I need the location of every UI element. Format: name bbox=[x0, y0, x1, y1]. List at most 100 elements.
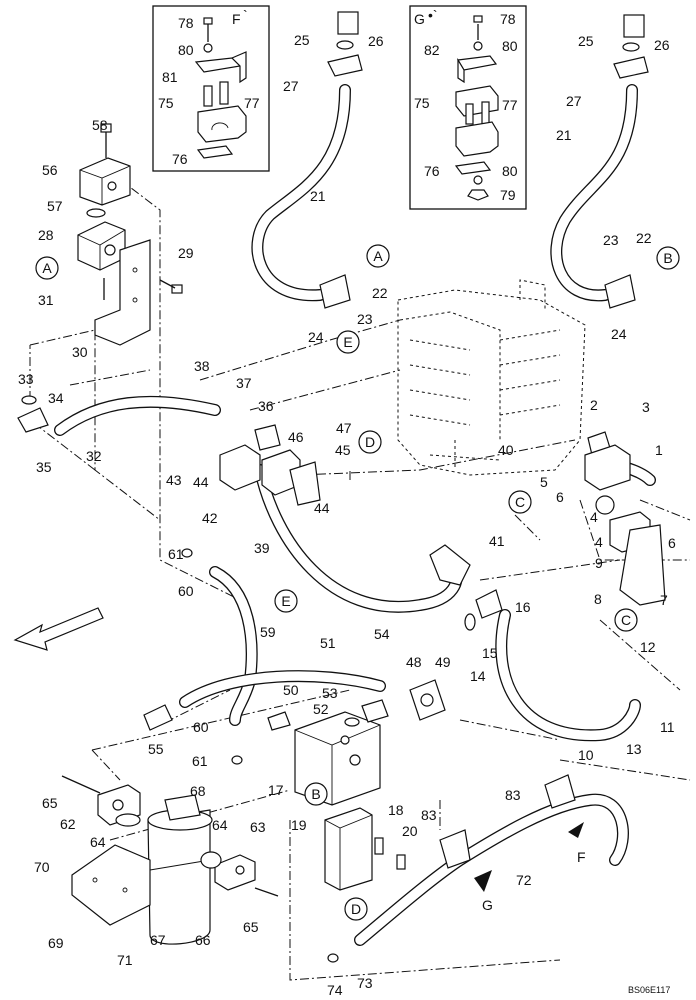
part-number-label: 5 bbox=[540, 474, 548, 490]
part-number-label: 69 bbox=[48, 935, 64, 951]
part-number-label: 36 bbox=[258, 398, 274, 414]
part-number-label: 64 bbox=[90, 834, 106, 850]
part-number-label: 70 bbox=[34, 859, 50, 875]
part-number-label: 78 bbox=[178, 15, 194, 31]
part-number-label: 46 bbox=[288, 429, 304, 445]
part-number-label: 63 bbox=[250, 819, 266, 835]
part-number-label: 62 bbox=[60, 816, 76, 832]
part-number-label: 82 bbox=[424, 42, 440, 58]
view-arrow-f-label: F bbox=[577, 849, 586, 865]
svg-text:D: D bbox=[351, 901, 361, 917]
part-number-label: 71 bbox=[117, 952, 133, 968]
part-number-label: 12 bbox=[640, 639, 656, 655]
circle-d-bottom: D bbox=[344, 897, 368, 921]
part-number-label: 24 bbox=[611, 326, 627, 342]
svg-text:C: C bbox=[621, 612, 631, 628]
part-number-label: 4 bbox=[595, 534, 603, 550]
part-number-label: 20 bbox=[402, 823, 418, 839]
control-valve-outline bbox=[397, 279, 586, 476]
part-number-label: 65 bbox=[243, 919, 259, 935]
part-number-label: 83 bbox=[505, 787, 521, 803]
part-number-label: 26 bbox=[654, 37, 670, 53]
part-number-label: 28 bbox=[38, 227, 54, 243]
part-number-label: 79 bbox=[500, 187, 516, 203]
part-number-label: 75 bbox=[158, 95, 174, 111]
part-number-label: 44 bbox=[314, 500, 330, 516]
part-number-label: 67 bbox=[150, 932, 166, 948]
part-number-label: 4 bbox=[590, 509, 598, 525]
part-number-label: 41 bbox=[489, 533, 505, 549]
part-number-label: 18 bbox=[388, 802, 404, 818]
part-number-label: 61 bbox=[168, 546, 184, 562]
part-number-labels: 1 2 3 4 4 5 6 6 7 8 9 10 11 12 13 14 15 … bbox=[18, 11, 676, 998]
part-number-label: 78 bbox=[500, 11, 516, 27]
part-number-label: 50 bbox=[283, 682, 299, 698]
svg-text:A: A bbox=[42, 260, 52, 276]
part-number-label: 60 bbox=[178, 583, 194, 599]
detail-g-parts bbox=[454, 15, 499, 201]
part-number-label: 53 bbox=[322, 685, 338, 701]
part-number-label: 43 bbox=[166, 472, 182, 488]
part-number-label: 65 bbox=[42, 795, 58, 811]
part-number-label: 27 bbox=[283, 78, 299, 94]
part-number-label: 76 bbox=[424, 163, 440, 179]
svg-text:E: E bbox=[281, 593, 290, 609]
part-number-label: 76 bbox=[172, 151, 188, 167]
part-number-label: 80 bbox=[502, 163, 518, 179]
part-number-label: 44 bbox=[193, 474, 209, 490]
part-number-label: 22 bbox=[636, 230, 652, 246]
part-number-label: 29 bbox=[178, 245, 194, 261]
circle-c-center: C bbox=[508, 490, 532, 514]
part-number-label: 9 bbox=[595, 555, 603, 571]
part-number-label: 24 bbox=[308, 329, 324, 345]
svg-text:E: E bbox=[343, 334, 352, 350]
part-number-label: 11 bbox=[660, 719, 675, 735]
part-number-label: 34 bbox=[48, 390, 64, 406]
part-number-label: 59 bbox=[260, 624, 276, 640]
circle-e-top: E bbox=[336, 330, 360, 354]
part-number-label: 32 bbox=[86, 448, 102, 464]
part-number-label: 22 bbox=[372, 285, 388, 301]
part-number-label: 1 bbox=[655, 442, 663, 458]
part-number-label: 77 bbox=[502, 97, 518, 113]
part-number-label: 40 bbox=[498, 442, 514, 458]
part-number-label: 80 bbox=[502, 38, 518, 54]
part-number-label: 49 bbox=[435, 654, 451, 670]
reference-circles: A A B B C C D D E E bbox=[35, 244, 680, 921]
part-number-label: 51 bbox=[320, 635, 336, 651]
part-number-label: 37 bbox=[236, 375, 252, 391]
part-number-label: 56 bbox=[42, 162, 58, 178]
part-number-label: 30 bbox=[72, 344, 88, 360]
part-number-label: 55 bbox=[148, 741, 164, 757]
svg-text:C: C bbox=[515, 494, 525, 510]
svg-text:B: B bbox=[311, 786, 320, 802]
part-number-label: 61 bbox=[192, 753, 208, 769]
part-number-label: 6 bbox=[668, 535, 676, 551]
part-number-label: 66 bbox=[195, 932, 211, 948]
circle-c-right: C bbox=[614, 608, 638, 632]
part-number-label: 38 bbox=[194, 358, 210, 374]
part-number-label: 23 bbox=[603, 232, 619, 248]
part-number-label: 57 bbox=[47, 198, 63, 214]
part-number-label: 10 bbox=[578, 747, 594, 763]
part-number-label: 33 bbox=[18, 371, 34, 387]
part-number-label: 68 bbox=[190, 783, 206, 799]
detail-f-parts bbox=[194, 17, 247, 159]
part-number-label: 39 bbox=[254, 540, 270, 556]
detail-g-title: G bbox=[414, 11, 425, 27]
hoses bbox=[54, 84, 656, 946]
svg-text:B: B bbox=[663, 250, 672, 266]
part-number-label: 77 bbox=[244, 95, 260, 111]
part-number-label: 6 bbox=[556, 489, 564, 505]
part-number-label: 26 bbox=[368, 33, 384, 49]
detail-g-dot: •` bbox=[428, 7, 438, 23]
part-number-label: 35 bbox=[36, 459, 52, 475]
svg-text:A: A bbox=[373, 248, 383, 264]
part-number-label: 25 bbox=[578, 33, 594, 49]
view-arrow-f-shape bbox=[568, 822, 584, 838]
drawing-code: BS06E117 bbox=[628, 985, 670, 995]
view-arrow-g-shape bbox=[474, 870, 492, 892]
part-number-label: 80 bbox=[178, 42, 194, 58]
part-number-label: 52 bbox=[313, 701, 329, 717]
detail-f-tick: ` bbox=[243, 7, 248, 23]
